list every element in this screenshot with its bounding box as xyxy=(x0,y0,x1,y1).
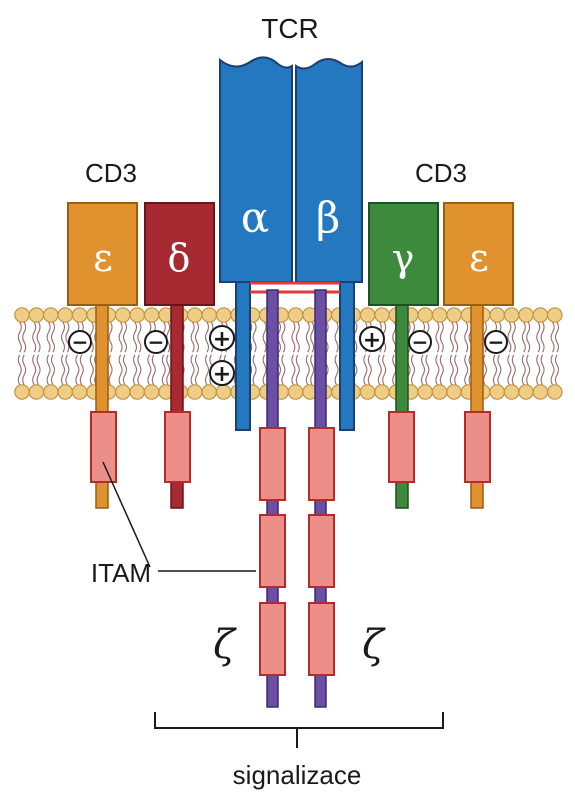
charge-neg-4: − xyxy=(484,330,508,354)
lipid-head xyxy=(374,307,390,323)
charge-neg-2: − xyxy=(144,330,168,354)
lipid-head xyxy=(489,384,505,400)
itam-box xyxy=(388,411,415,483)
tcr-label: TCR xyxy=(261,13,319,44)
charge-neg-1: − xyxy=(68,330,92,354)
lipid-head xyxy=(503,307,520,323)
lipid-head xyxy=(489,307,505,323)
charge-neg-3: − xyxy=(408,330,432,354)
lipid-head xyxy=(143,384,160,400)
lipid-head xyxy=(287,307,304,323)
svg-text:+: + xyxy=(213,362,231,387)
charge-pos-2: + xyxy=(209,360,235,387)
lipid-head xyxy=(417,384,433,400)
lipid-head xyxy=(518,307,534,323)
beta-label: β xyxy=(316,193,340,242)
tcr-alpha-chain xyxy=(219,56,293,431)
signaling-label: signalizace xyxy=(233,760,362,790)
itam-box xyxy=(464,411,491,483)
lipid-head xyxy=(42,307,59,323)
lipid-head xyxy=(287,384,304,400)
cd3-right-label: CD3 xyxy=(415,158,467,188)
lipid-head xyxy=(187,307,203,323)
tcr-alpha-block xyxy=(219,56,293,283)
tcr-beta-chain xyxy=(295,58,363,431)
delta-label: δ xyxy=(168,236,191,280)
cd3-gamma xyxy=(368,202,439,509)
itam-box xyxy=(308,602,335,676)
epsilon-right-label: ε xyxy=(469,236,489,280)
itam-box xyxy=(164,411,191,483)
signaling-bracket xyxy=(154,712,444,748)
alpha-label: α xyxy=(241,193,269,242)
svg-text:−: − xyxy=(488,330,505,354)
zeta-right-label: ζ xyxy=(362,622,386,668)
itam-box xyxy=(308,427,335,501)
lipid-head xyxy=(532,384,549,400)
lipid-head xyxy=(115,307,131,323)
lipid-head xyxy=(518,384,534,400)
epsilon-left-label: ε xyxy=(93,236,113,280)
lipid-head xyxy=(201,307,217,323)
lipid-head xyxy=(115,384,131,400)
lipid-head xyxy=(129,307,145,323)
tcr-alpha-stem xyxy=(235,281,251,431)
lipid-head xyxy=(57,307,73,323)
charge-pos-1: + xyxy=(209,325,235,352)
lipid-head xyxy=(187,384,203,400)
lipid-head xyxy=(28,307,45,323)
lipid-head xyxy=(143,307,160,323)
lipid-head xyxy=(71,384,88,400)
lipid-head xyxy=(503,384,520,400)
charge-pos-3: + xyxy=(359,326,385,353)
svg-text:−: − xyxy=(72,330,89,354)
svg-text:−: − xyxy=(148,330,165,354)
delta-block xyxy=(144,202,215,306)
itam-label: ITAM xyxy=(91,558,151,588)
lipid-head xyxy=(359,307,376,323)
epsilon-left-block xyxy=(67,202,138,306)
itam-box xyxy=(259,602,286,676)
svg-text:+: + xyxy=(363,328,381,353)
lipid-head xyxy=(546,307,563,323)
cd3-left-label: CD3 xyxy=(85,158,137,188)
lipid-head xyxy=(546,384,563,400)
itam-motifs xyxy=(90,411,491,676)
lipid-head xyxy=(446,307,462,323)
lipid-head xyxy=(446,384,462,400)
lipid-head xyxy=(14,307,30,323)
lipid-head xyxy=(215,307,232,323)
svg-text:−: − xyxy=(412,330,429,354)
lipid-head xyxy=(42,384,59,400)
lipid-head xyxy=(431,384,448,400)
svg-text:+: + xyxy=(213,327,231,352)
lipid-head xyxy=(532,307,549,323)
epsilon-right-block xyxy=(443,202,514,306)
lipid-head xyxy=(14,384,30,400)
lipid-head xyxy=(28,384,45,400)
itam-callout-lines xyxy=(102,461,256,572)
itam-box xyxy=(90,411,117,483)
lipid-head xyxy=(417,307,433,323)
itam-box xyxy=(259,514,286,588)
lipid-head xyxy=(57,384,73,400)
itam-box xyxy=(259,427,286,501)
tcr-beta-block xyxy=(295,58,363,283)
lipid-head xyxy=(431,307,448,323)
lipid-head xyxy=(359,384,376,400)
lipid-head xyxy=(71,307,88,323)
tcr-beta-stem xyxy=(339,281,355,431)
lipid-head xyxy=(129,384,145,400)
zeta-left-label: ζ xyxy=(213,622,237,668)
gamma-block xyxy=(368,202,439,306)
lipid-head xyxy=(374,384,390,400)
itam-box xyxy=(308,514,335,588)
gamma-label: γ xyxy=(392,236,415,280)
